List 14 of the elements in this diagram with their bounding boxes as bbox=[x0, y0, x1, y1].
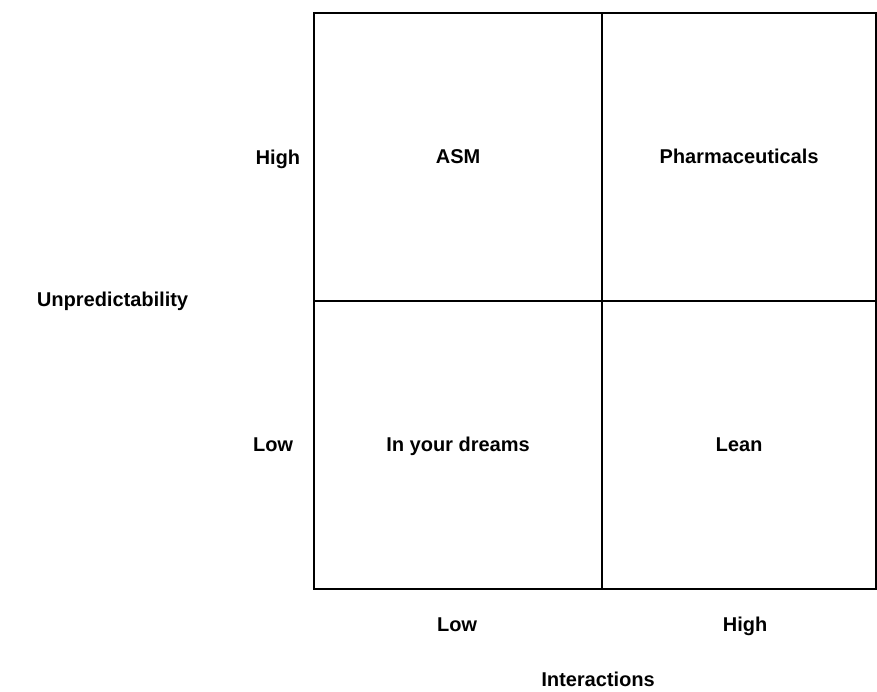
cell-label: Lean bbox=[716, 433, 762, 458]
matrix-cell bbox=[601, 300, 877, 590]
axis-label: High bbox=[722, 613, 768, 638]
matrix-cell bbox=[601, 12, 877, 302]
axis-label: Low bbox=[437, 613, 477, 638]
cell-label: In your dreams bbox=[386, 433, 530, 458]
matrix-cell bbox=[313, 300, 603, 590]
cell-label: ASM bbox=[436, 145, 480, 170]
matrix-cell bbox=[313, 12, 603, 302]
axis-label: Interactions bbox=[541, 668, 655, 692]
axis-label: Low bbox=[253, 433, 293, 458]
cell-label: Pharmaceuticals bbox=[660, 145, 818, 170]
axis-label: Unpredictability bbox=[36, 288, 188, 313]
axis-label: High bbox=[256, 146, 300, 171]
